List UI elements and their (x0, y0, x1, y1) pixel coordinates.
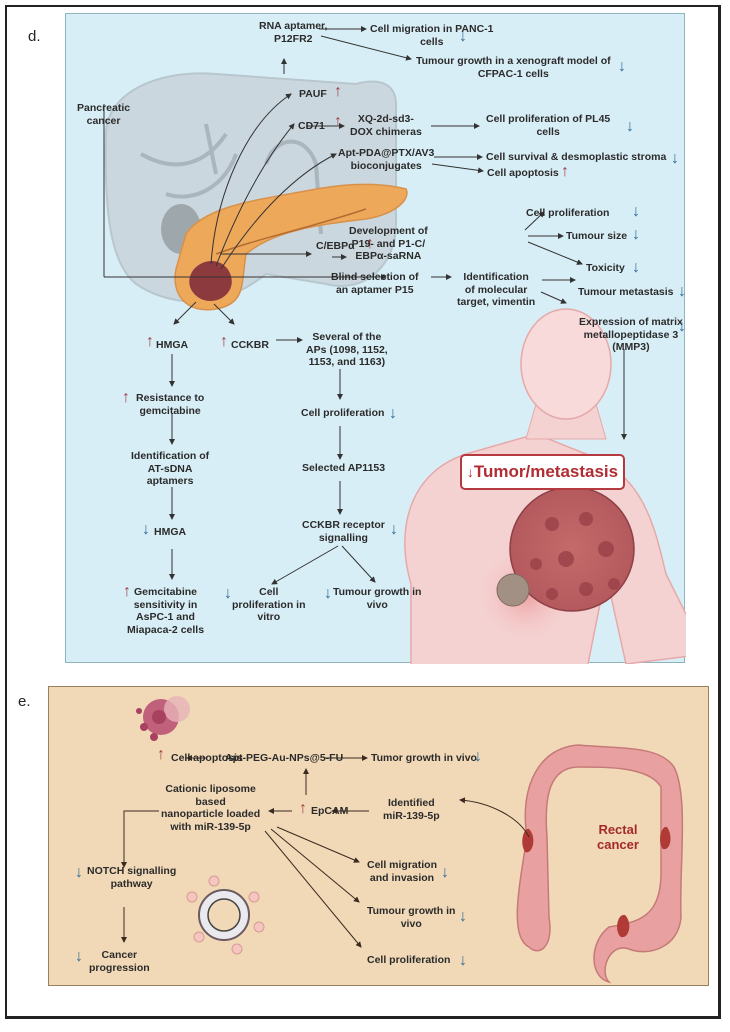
cell-proliferation-1-label: Cell proliferation (526, 207, 610, 219)
up-arrow-icon: ↑ (366, 235, 374, 252)
selected-ap-label: Selected AP1153 (302, 462, 386, 474)
up-arrow-icon: ↑ (561, 163, 569, 180)
panel-d-illustration (103, 26, 686, 664)
tumour-metastasis-label: Tumour metastasis (578, 286, 674, 298)
down-arrow-icon: ↓ (389, 405, 397, 422)
rna-aptamer-label: RNA aptamer,P12FR2 (259, 20, 328, 45)
cell-proliferation-2-label: Cell proliferation (301, 407, 385, 419)
epcam-label: EpCAM (311, 805, 349, 817)
apt-peg-label: Apt-PEG-Au-NPs@5-FU (225, 752, 344, 764)
pancreatic-tumor (189, 260, 232, 302)
pancreas-illustration (174, 183, 408, 311)
panel-d-label: d. (28, 28, 41, 45)
e-cell-proliferation-label: Cell proliferation (367, 954, 451, 966)
panel-e-label: e. (18, 693, 31, 710)
toxicity-label: Toxicity (586, 262, 625, 274)
down-arrow-icon: ↓ (626, 118, 634, 135)
up-arrow-icon: ↑ (299, 800, 307, 817)
cell-apoptosis-label: Cell apoptosis (487, 167, 559, 179)
hmga-up-label: HMGA (156, 339, 189, 351)
pauf-label: PAUF (299, 88, 327, 100)
down-arrow-icon: ↓ (618, 58, 626, 75)
e-cell-apoptosis-label: Cell apoptosis (171, 752, 243, 764)
panel-e: ↑ Cell apoptosis Apt-PEG-Au-NPs@5-FU Tum… (48, 686, 709, 986)
apoptotic-cell-illustration (136, 696, 190, 741)
liposome-nanoparticle-illustration (186, 875, 265, 955)
tumour-size-label: Tumour size (566, 230, 628, 242)
down-arrow-icon: ↓ (678, 318, 686, 335)
down-arrow-icon: ↓ (632, 203, 640, 220)
down-arrow-icon: ↓ (75, 948, 83, 965)
panel-e-illustration (121, 696, 684, 984)
up-arrow-icon: ↑ (157, 746, 165, 763)
tumor-illustration (496, 573, 530, 607)
down-arrow-icon: ↓ (459, 908, 467, 925)
up-arrow-icon: ↑ (122, 389, 130, 406)
down-arrow-icon: ↓ (671, 150, 679, 167)
cebpa-label: C/EBPα (316, 240, 355, 252)
down-arrow-icon: ↓ (474, 748, 482, 765)
up-arrow-icon: ↑ (123, 583, 131, 600)
cd71-label: CD71 (298, 120, 325, 132)
down-arrow-icon: ↓ (75, 864, 83, 881)
cell-survival-label: Cell survival & desmoplastic stroma (486, 151, 667, 163)
up-arrow-icon: ↑ (334, 113, 342, 130)
down-arrow-icon: ↓ (224, 585, 232, 602)
down-arrow-icon: ↓ (466, 464, 474, 480)
down-arrow-icon: ↓ (459, 28, 467, 45)
down-arrow-icon: ↓ (142, 521, 150, 538)
e-tumor-growth-vivo-label: Tumor growth in vivo (371, 752, 477, 764)
tumor-metastasis-label: Tumor/metastasis (473, 462, 619, 481)
down-arrow-icon: ↓ (459, 952, 467, 969)
up-arrow-icon: ↑ (146, 333, 154, 350)
cckbr-label: CCKBR (231, 339, 269, 351)
down-arrow-icon: ↓ (632, 259, 640, 276)
tumor-metastasis-box: ↓Tumor/metastasis (460, 454, 625, 490)
down-arrow-icon: ↓ (678, 283, 686, 300)
up-arrow-icon: ↑ (334, 83, 342, 100)
down-arrow-icon: ↓ (324, 585, 332, 602)
hmga-down-label: HMGA (154, 526, 187, 538)
up-arrow-icon: ↑ (220, 333, 228, 350)
down-arrow-icon: ↓ (390, 521, 398, 538)
colon-illustration (516, 744, 684, 984)
xq-chimeras-label: XQ-2d-sd3-DOX chimeras (350, 113, 422, 138)
down-arrow-icon: ↓ (632, 226, 640, 243)
down-arrow-icon: ↓ (441, 864, 449, 881)
